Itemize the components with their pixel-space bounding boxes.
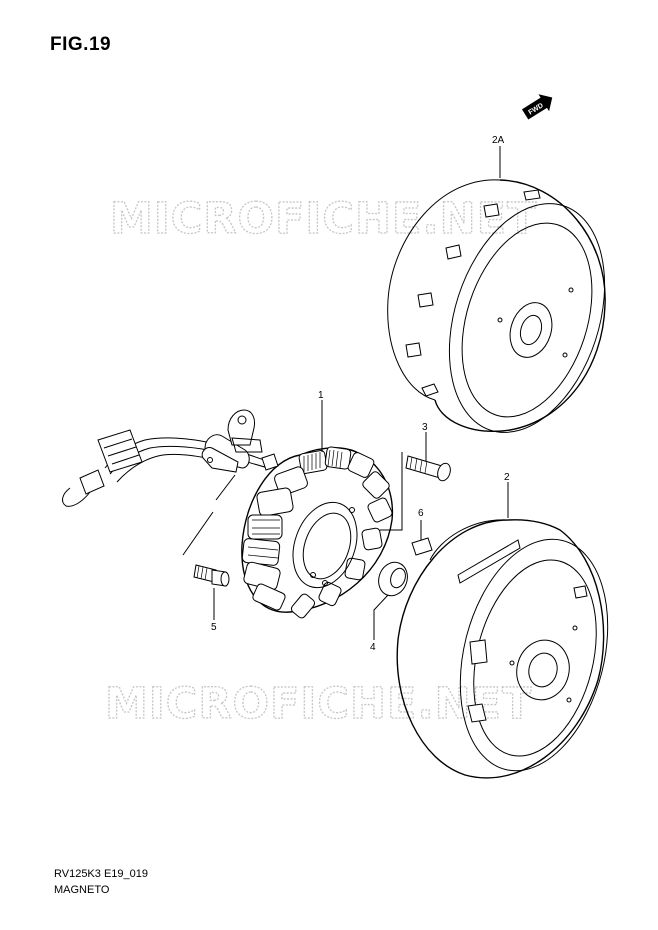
diagram-code: RV125K3 E19_019 [54, 868, 148, 880]
callout-5: 5 [211, 622, 217, 633]
callout-1: 1 [318, 390, 324, 401]
flywheel-rotor-assy-drawing [387, 179, 606, 433]
callout-3: 3 [422, 422, 428, 433]
bolt-pickup-drawing [193, 564, 230, 587]
callout-2a: 2A [492, 135, 505, 146]
bolt-stator-drawing [405, 455, 451, 482]
rotor-drawing [396, 519, 609, 779]
watermark-bottom: MICROFICHE.NET [105, 679, 532, 729]
watermark-top: MICROFICHE.NET [110, 194, 537, 244]
leader-lines [182, 146, 509, 640]
callout-4: 4 [370, 642, 376, 653]
fwd-arrow-icon: FWD [521, 94, 553, 120]
key-drawing [411, 537, 433, 556]
callout-2: 2 [504, 472, 510, 483]
figure-title: FIG.19 [50, 34, 112, 55]
diagram-name: MAGNETO [54, 884, 110, 896]
callout-6: 6 [418, 508, 424, 519]
stator-drawing [62, 409, 394, 619]
washer-drawing [378, 561, 408, 597]
